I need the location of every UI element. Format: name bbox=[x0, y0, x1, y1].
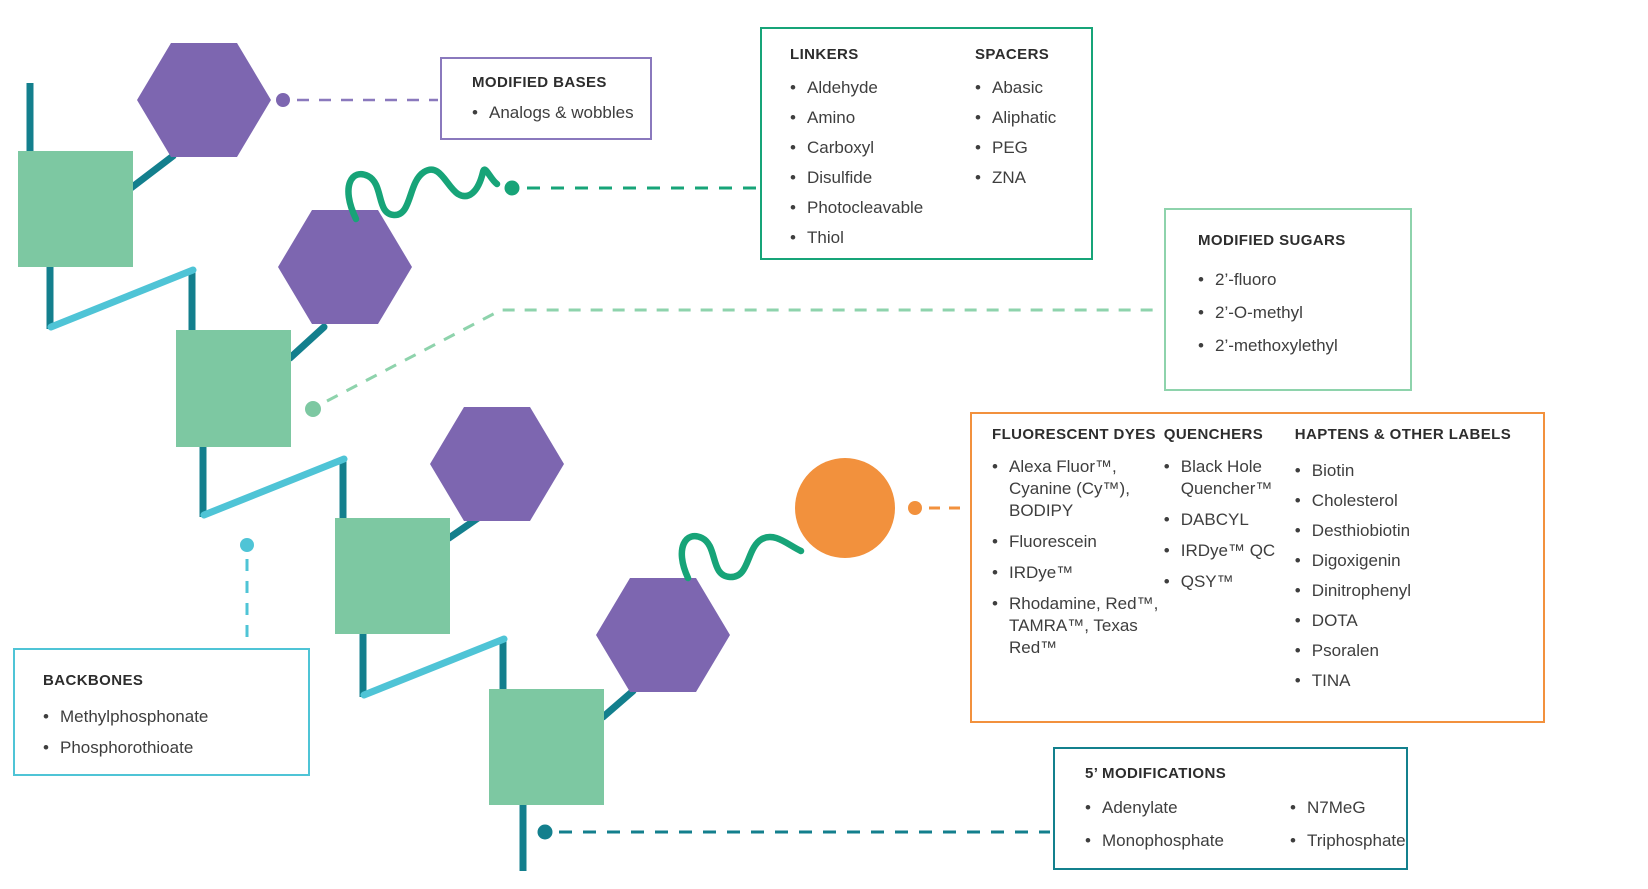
attach-line bbox=[127, 152, 177, 192]
list-item: N7MeG bbox=[1290, 791, 1406, 824]
linker-squiggle bbox=[678, 533, 805, 582]
quenchers-title: QUENCHERS bbox=[1163, 426, 1264, 443]
spacers-list: Abasic Aliphatic PEG ZNA bbox=[975, 73, 1091, 193]
fluorescent-dyes-title: FLUORESCENT DYES bbox=[992, 426, 1156, 443]
list-item: Amino bbox=[790, 103, 975, 133]
dye-label-circle bbox=[795, 458, 895, 558]
linkers-title: LINKERS bbox=[790, 46, 859, 63]
sugar-square bbox=[335, 518, 450, 634]
sugar-square bbox=[18, 151, 133, 267]
list-item: Dinitrophenyl bbox=[1295, 576, 1543, 606]
five-prime-title: 5’ MODIFICATIONS bbox=[1085, 765, 1227, 782]
haptens-column: HAPTENS & OTHER LABELS Biotin Cholestero… bbox=[1295, 426, 1543, 721]
base-hexagon bbox=[278, 210, 412, 324]
backbone-diagonal bbox=[360, 635, 508, 699]
five-prime-modifications-callout: 5’ MODIFICATIONS Adenylate N7MeG Monopho… bbox=[1053, 747, 1408, 870]
list-item: Phosphorothioate bbox=[43, 732, 308, 763]
attach-line bbox=[599, 687, 637, 721]
list-item: Monophosphate bbox=[1085, 824, 1290, 857]
list-item: DOTA bbox=[1295, 606, 1543, 636]
fiveprime-leader-dot bbox=[537, 824, 553, 840]
base-attach-lines bbox=[127, 152, 637, 721]
list-item: ZNA bbox=[975, 163, 1091, 193]
fluorescent-dyes-list: Alexa Fluor™, Cyanine (Cy™), BODIPY Fluo… bbox=[992, 456, 1164, 659]
list-item: Thiol bbox=[790, 223, 975, 253]
backbone-diagonals bbox=[47, 266, 508, 699]
base-hexagon bbox=[596, 578, 730, 692]
linkers-leader-dot bbox=[504, 180, 520, 196]
list-item: Desthiobiotin bbox=[1295, 516, 1543, 546]
quenchers-list: Black Hole Quencher™ DABCYL IRDye™ QC QS… bbox=[1164, 456, 1295, 593]
list-item: Alexa Fluor™, Cyanine (Cy™), BODIPY bbox=[992, 456, 1161, 522]
list-item: DABCYL bbox=[1164, 509, 1295, 531]
modified-sugars-list: 2’-fluoro 2’-O-methyl 2’-methoxylethyl bbox=[1198, 263, 1410, 362]
five-prime-list: Adenylate N7MeG Monophosphate Triphospha… bbox=[1085, 791, 1406, 857]
list-item: Psoralen bbox=[1295, 636, 1543, 666]
list-item: Carboxyl bbox=[790, 133, 975, 163]
modified-sugars-title: MODIFIED SUGARS bbox=[1198, 232, 1346, 249]
spacers-title: SPACERS bbox=[975, 46, 1050, 63]
linkers-spacers-callout: LINKERS Aldehyde Amino Carboxyl Disulfid… bbox=[760, 27, 1093, 260]
modified-bases-list: Analogs & wobbles bbox=[472, 98, 650, 128]
backbones-title: BACKBONES bbox=[43, 672, 144, 689]
backbone-segments bbox=[26, 83, 527, 871]
backbones-list: Methylphosphonate Phosphorothioate bbox=[43, 701, 308, 763]
sugars-leader-line bbox=[326, 308, 1161, 403]
fluorescent-dyes-column: FLUORESCENT DYES Alexa Fluor™, Cyanine (… bbox=[992, 426, 1164, 721]
list-item: Methylphosphonate bbox=[43, 701, 308, 732]
list-item: QSY™ bbox=[1164, 571, 1295, 593]
modified-bases-callout: MODIFIED BASES Analogs & wobbles bbox=[440, 57, 652, 140]
list-item: Aliphatic bbox=[975, 103, 1091, 133]
sugar-square bbox=[489, 689, 604, 805]
attach-line bbox=[445, 514, 482, 542]
list-item: Black Hole Quencher™ bbox=[1164, 456, 1295, 500]
linkers-list: Aldehyde Amino Carboxyl Disulfide Photoc… bbox=[790, 73, 975, 253]
backbone-diagonal bbox=[200, 455, 348, 519]
base-hexagon bbox=[430, 407, 564, 521]
list-item: Rhodamine, Red™, TAMRA™, Texas Red™ bbox=[992, 593, 1161, 659]
dyes-leader-dot bbox=[908, 501, 922, 515]
sugar-square bbox=[176, 330, 291, 447]
modified-sugars-callout: MODIFIED SUGARS 2’-fluoro 2’-O-methyl 2’… bbox=[1164, 208, 1412, 391]
sugars-leader-dot bbox=[305, 401, 321, 417]
backbones-leader-dot bbox=[240, 538, 254, 552]
list-item: Adenylate bbox=[1085, 791, 1290, 824]
list-item: Fluorescein bbox=[992, 531, 1161, 553]
list-item: Cholesterol bbox=[1295, 486, 1543, 516]
list-item: 2’-O-methyl bbox=[1198, 296, 1410, 329]
list-item: Biotin bbox=[1295, 456, 1543, 486]
list-item: IRDye™ QC bbox=[1164, 540, 1295, 562]
list-item: Abasic bbox=[975, 73, 1091, 103]
list-item: Digoxigenin bbox=[1295, 546, 1543, 576]
list-item: TINA bbox=[1295, 666, 1543, 696]
list-item: Aldehyde bbox=[790, 73, 975, 103]
list-item: 2’-fluoro bbox=[1198, 263, 1410, 296]
haptens-list: Biotin Cholesterol Desthiobiotin Digoxig… bbox=[1295, 456, 1543, 696]
modified-bases-title: MODIFIED BASES bbox=[472, 74, 607, 91]
list-item: IRDye™ bbox=[992, 562, 1161, 584]
backbones-callout: BACKBONES Methylphosphonate Phosphorothi… bbox=[13, 648, 310, 776]
attach-line bbox=[286, 323, 328, 362]
list-item: Analogs & wobbles bbox=[472, 98, 650, 128]
list-item: Triphosphate bbox=[1290, 824, 1406, 857]
backbone-diagonal bbox=[47, 266, 197, 331]
list-item: 2’-methoxylethyl bbox=[1198, 329, 1410, 362]
bases-leader-dot bbox=[276, 93, 290, 107]
linkers-column: LINKERS Aldehyde Amino Carboxyl Disulfid… bbox=[790, 46, 975, 258]
list-item: Photocleavable bbox=[790, 193, 975, 223]
linker-squiggle bbox=[345, 166, 501, 223]
quenchers-column: QUENCHERS Black Hole Quencher™ DABCYL IR… bbox=[1164, 426, 1295, 721]
list-item: PEG bbox=[975, 133, 1091, 163]
haptens-title: HAPTENS & OTHER LABELS bbox=[1294, 426, 1512, 443]
base-hexagon bbox=[137, 43, 271, 157]
spacers-column: SPACERS Abasic Aliphatic PEG ZNA bbox=[975, 46, 1091, 258]
list-item: Disulfide bbox=[790, 163, 975, 193]
labels-callout: FLUORESCENT DYES Alexa Fluor™, Cyanine (… bbox=[970, 412, 1545, 723]
